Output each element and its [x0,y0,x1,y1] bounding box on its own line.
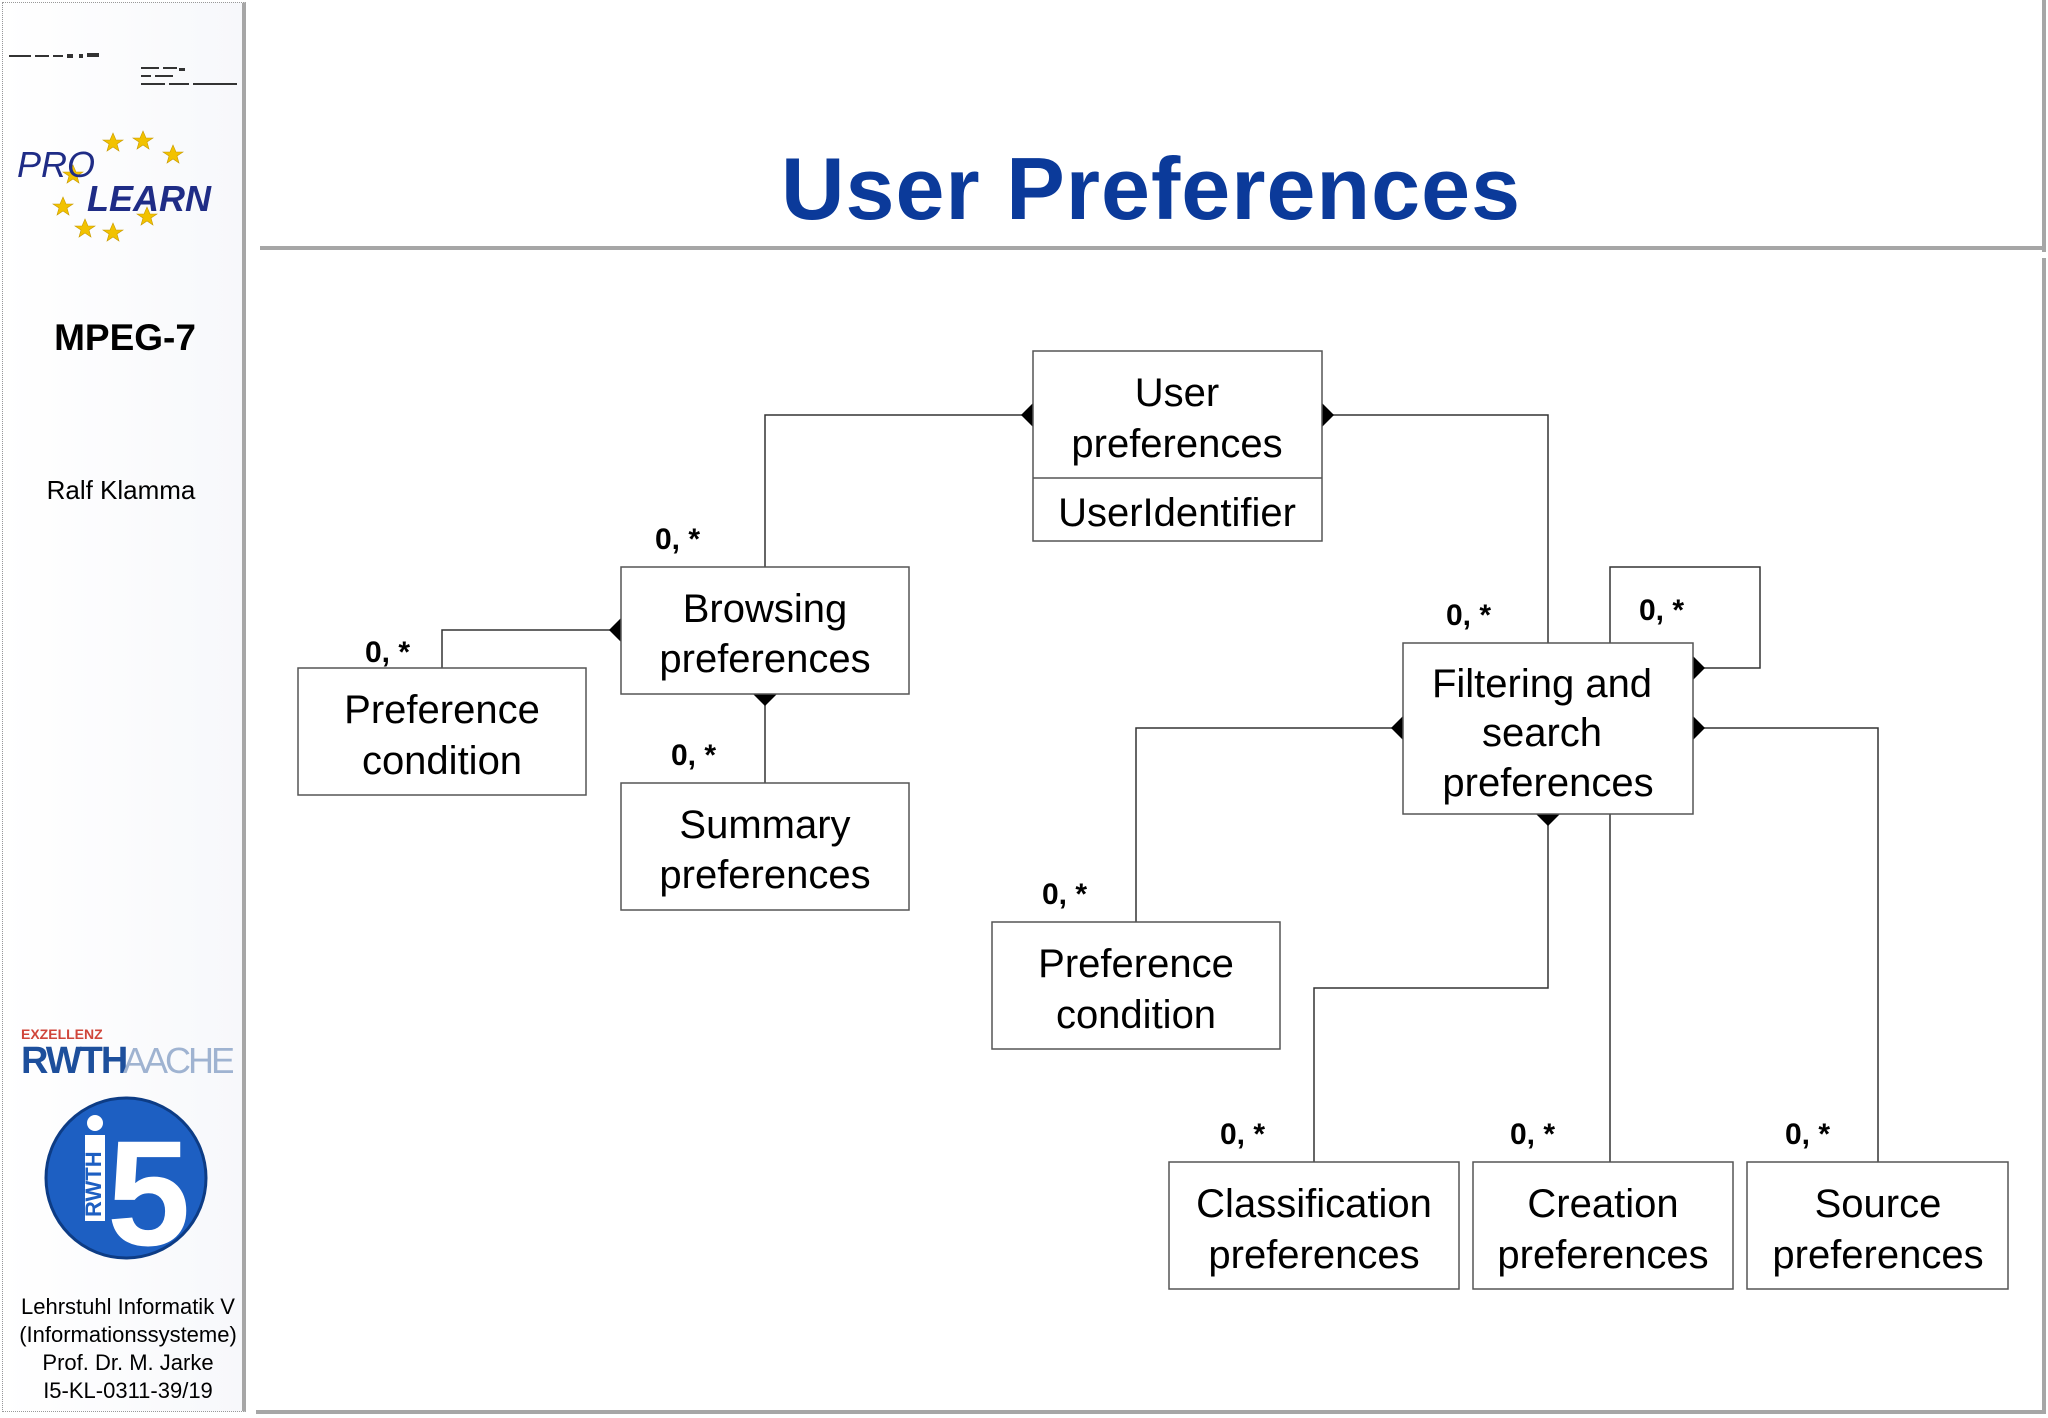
class-preference-condition-right [991,921,1281,1050]
prolearn-logo: PRO LEARN [17,130,212,242]
class-name-line: Classification [1196,1182,1432,1226]
class-source-preferences [1746,1161,2009,1290]
class-name-line: Creation [1527,1182,1678,1226]
multiplicity-label: 0, * [1042,878,1087,911]
svg-text:5: 5 [107,1109,190,1261]
class-name-line: preferences [1497,1233,1708,1277]
multiplicity-label: 0, * [1785,1118,1830,1151]
footer-line-2: (Informationssysteme) [19,1322,237,1347]
class-name-line: Summary [679,803,850,847]
connector-browsing-to-pref-cond-left [441,629,621,668]
i5-logo: 5 RWTH [44,1096,208,1261]
connectors [441,414,1879,1162]
footer-line-4: I5-KL-0311-39/19 [43,1378,213,1403]
svg-text:RWTH: RWTH [81,1151,106,1217]
multiplicity-label: 0, * [1639,594,1684,627]
class-creation-preferences [1472,1161,1734,1290]
multiplicity-label: 0, * [365,636,410,669]
course-name: MPEG-7 [54,317,196,358]
multiplicity-label: 0, * [1510,1118,1555,1151]
class-name-line: search [1482,711,1602,755]
class-preference-condition-left [297,667,587,796]
rwth-aachen-logo: EXZELLENZ RWTH AACHEN [21,1027,233,1079]
connector-filtering-self [1609,566,1761,669]
class-name-line: condition [362,739,522,783]
class-name-line: Browsing [683,587,848,631]
class-name-line: Source [1815,1182,1942,1226]
content-border-bottom [256,1410,2046,1414]
svg-text:PRO: PRO [17,144,95,185]
svg-text:LEARN: LEARN [87,178,212,219]
class-name-line: preferences [1442,761,1653,805]
class-name-line: preferences [659,853,870,897]
class-name-line: User [1135,371,1219,415]
svg-text:RWTH: RWTH [21,1040,126,1079]
title-divider [260,246,2046,250]
class-name-line: preferences [1208,1233,1419,1277]
class-user-preferences [1032,350,1323,542]
connector-filtering-to-classification [1313,814,1549,1162]
class-browsing-preferences [620,566,910,695]
title-area: User Preferences [260,0,2046,252]
svg-text:EXZELLENZ: EXZELLENZ [21,1027,103,1042]
class-name-line: preferences [1772,1233,1983,1277]
sidebar: PRO LEARN MPEG-7 Ralf Klamma EXZELLENZ R… [2,2,246,1412]
class-filtering-search-preferences [1402,642,1694,815]
class-name-line: Preference [344,688,540,732]
chair-info: Lehrstuhl Informatik V (Informationssyst… [3,1293,253,1405]
class-classification-preferences [1168,1161,1460,1290]
svg-text:AACHEN: AACHEN [123,1040,233,1079]
connector-filtering-to-pref-cond-right [1135,727,1403,922]
class-attribute: UserIdentifier [1058,491,1296,535]
footer-line-3: Prof. Dr. M. Jarke [42,1350,214,1375]
multiplicity-label: 0, * [1446,599,1491,632]
class-summary-preferences [620,782,910,911]
header-small-print [9,53,237,85]
class-name-line: Preference [1038,942,1234,986]
class-name-line: condition [1056,993,1216,1037]
connector-user-to-browsing [764,414,1033,567]
multiplicity-label: 0, * [671,739,716,772]
class-name-line: preferences [1071,422,1282,466]
multiplicity-label: 0, * [655,523,700,556]
class-name-line: Filtering and [1432,662,1652,706]
author-name: Ralf Klamma [46,475,196,505]
multiplicity-label: 0, * [1220,1118,1265,1151]
connector-user-to-filtering [1322,414,1549,643]
content-border-right [2042,258,2046,1412]
slide-title: User Preferences [780,139,1522,238]
connector-filtering-to-source [1693,727,1879,1162]
class-name-line: preferences [659,637,870,681]
footer-line-1: Lehrstuhl Informatik V [21,1294,235,1319]
